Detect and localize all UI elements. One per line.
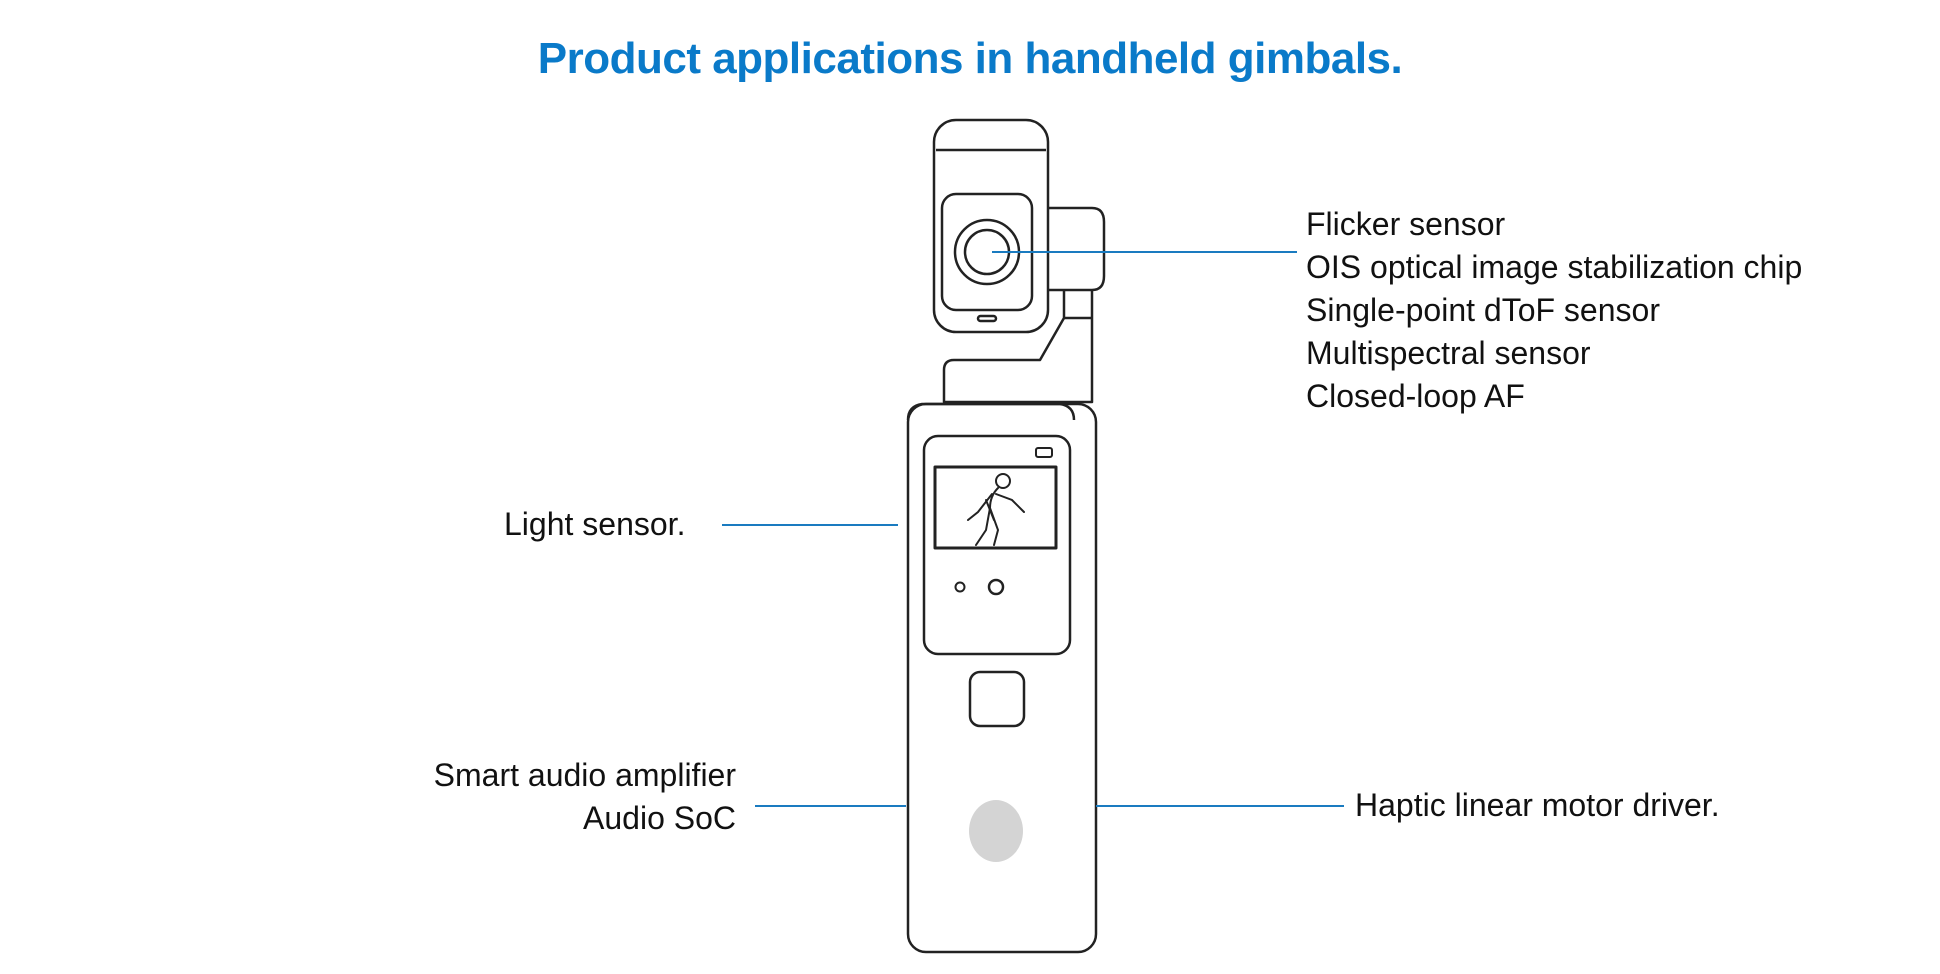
joystick-pad [969,800,1023,862]
camera-head [932,118,1050,334]
callout-smart-audio-amplifier: Smart audio amplifier [433,757,736,793]
callout-flicker-sensor: Flicker sensor [1306,206,1506,242]
callout-light-sensor: Light sensor. [504,506,686,542]
callout-haptic-motor-driver: Haptic linear motor driver. [1355,787,1720,823]
battery-icon [1035,447,1053,458]
camera-indicator [976,314,998,323]
callout-audio-soc: Audio SoC [583,800,736,836]
callout-closed-loop-af: Closed-loop AF [1306,378,1525,414]
display-screen [933,465,1058,550]
screen-panel [922,434,1072,656]
tilt-motor [1048,206,1106,292]
callout-dtof-sensor: Single-point dToF sensor [1306,292,1660,328]
handle-top-cap [906,402,1076,421]
skater-figure [967,473,1025,546]
record-button [968,670,1026,728]
camera-head-callout: Flicker sensor OIS optical image stabili… [1306,203,1802,418]
audio-callout: Smart audio amplifier Audio SoC [434,754,736,840]
mic-hole-right [987,578,1005,596]
callout-ois-chip: OIS optical image stabilization chip [1306,249,1803,285]
callout-multispectral-sensor: Multispectral sensor [1306,335,1591,371]
handle-body [906,402,1098,954]
page-title: Product applications in handheld gimbals… [537,34,1403,83]
mic-hole-left [954,581,966,593]
gimbal-arm [942,290,1094,404]
